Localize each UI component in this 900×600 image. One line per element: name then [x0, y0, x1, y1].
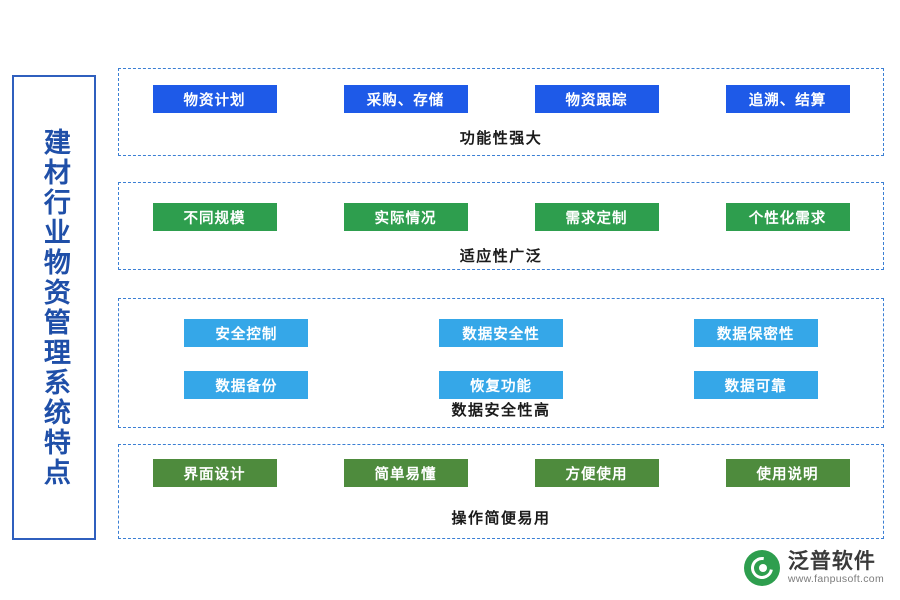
feature-chip[interactable]: 不同规模 — [152, 203, 277, 231]
feature-chip[interactable]: 采购、存储 — [343, 85, 468, 113]
brand-url: www.fanpusoft.com — [787, 572, 884, 585]
chip-rows: 界面设计 简单易懂 方便使用 使用说明 — [119, 459, 883, 487]
feature-chip[interactable]: 方便使用 — [534, 459, 659, 487]
chip-row: 数据备份 恢复功能 数据可靠 — [119, 371, 883, 399]
chip-rows: 物资计划 采购、存储 物资跟踪 追溯、结算 — [119, 85, 883, 113]
feature-group-functionality: 物资计划 采购、存储 物资跟踪 追溯、结算 功能性强大 — [118, 68, 884, 156]
group-caption: 功能性强大 — [459, 130, 543, 147]
feature-chip[interactable]: 物资跟踪 — [534, 85, 659, 113]
feature-chip[interactable]: 使用说明 — [725, 459, 850, 487]
brand-logo: 泛普软件 www.fanpusoft.com — [743, 550, 884, 586]
feature-chip[interactable]: 数据保密性 — [693, 319, 818, 347]
feature-chip[interactable]: 数据安全性 — [438, 319, 563, 347]
feature-chip[interactable]: 数据可靠 — [693, 371, 818, 399]
chip-rows: 不同规模 实际情况 需求定制 个性化需求 — [119, 203, 883, 231]
feature-chip[interactable]: 界面设计 — [152, 459, 277, 487]
brand-text: 泛普软件 www.fanpusoft.com — [788, 551, 884, 584]
chip-rows: 安全控制 数据安全性 数据保密性 数据备份 恢复功能 数据可靠 — [119, 319, 883, 399]
feature-group-adaptability: 不同规模 实际情况 需求定制 个性化需求 适应性广泛 — [118, 182, 884, 270]
feature-chip[interactable]: 追溯、结算 — [725, 85, 850, 113]
group-caption: 适应性广泛 — [459, 248, 543, 265]
feature-chip[interactable]: 简单易懂 — [343, 459, 468, 487]
feature-group-data-security: 安全控制 数据安全性 数据保密性 数据备份 恢复功能 数据可靠 数据安全性高 — [118, 298, 884, 428]
feature-chip[interactable]: 安全控制 — [184, 319, 309, 347]
group-caption: 操作简便易用 — [451, 510, 551, 527]
feature-chip[interactable]: 数据备份 — [184, 371, 309, 399]
page-title: 建材行业物资管理系统特点 — [39, 127, 70, 488]
globe-icon — [743, 550, 780, 586]
feature-chip[interactable]: 需求定制 — [534, 203, 659, 231]
feature-chip[interactable]: 个性化需求 — [725, 203, 850, 231]
chip-row: 不同规模 实际情况 需求定制 个性化需求 — [119, 203, 883, 231]
group-caption: 数据安全性高 — [451, 402, 551, 419]
chip-row: 安全控制 数据安全性 数据保密性 — [119, 319, 883, 347]
feature-chip[interactable]: 实际情况 — [343, 203, 468, 231]
feature-group-ease-of-use: 界面设计 简单易懂 方便使用 使用说明 操作简便易用 — [118, 444, 884, 539]
chip-row: 界面设计 简单易懂 方便使用 使用说明 — [119, 459, 883, 487]
vertical-title-panel: 建材行业物资管理系统特点 — [12, 75, 96, 540]
chip-row: 物资计划 采购、存储 物资跟踪 追溯、结算 — [119, 85, 883, 113]
feature-chip[interactable]: 物资计划 — [152, 85, 277, 113]
brand-name: 泛普软件 — [787, 550, 876, 574]
feature-chip[interactable]: 恢复功能 — [438, 371, 563, 399]
